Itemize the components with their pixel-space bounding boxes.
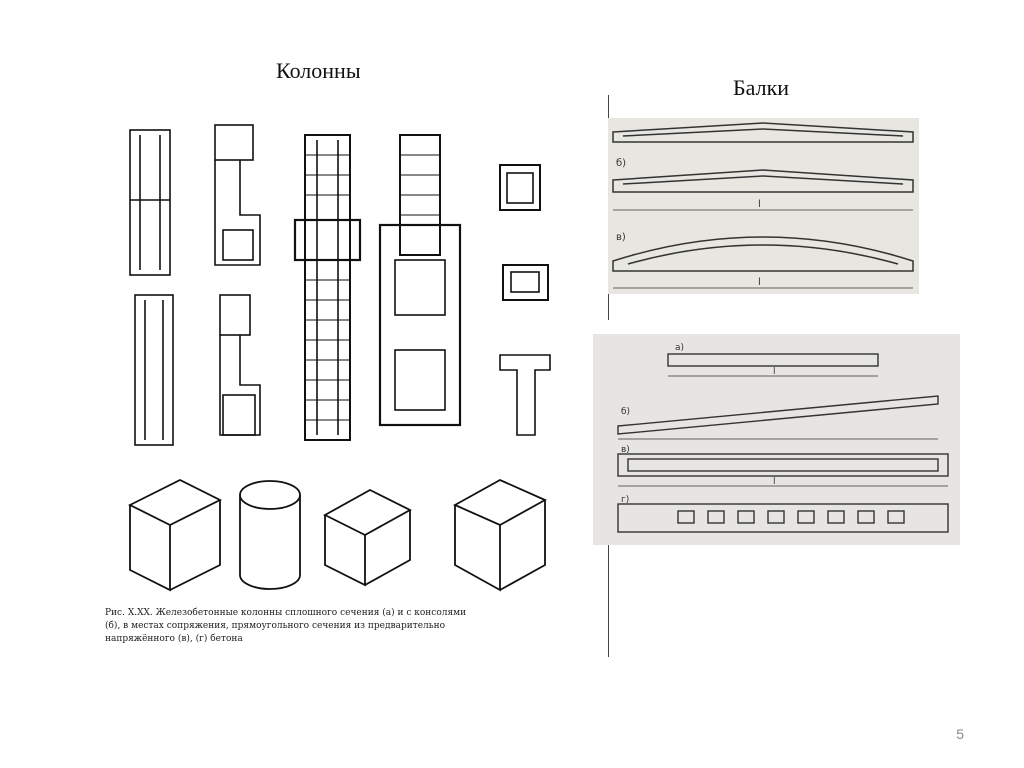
beam-label-v2: в) [621, 445, 630, 455]
beams-title: Балки [733, 75, 790, 100]
columns-caption: Рис. X.XX. Железобетонные колонны сплошн… [105, 607, 595, 646]
beam-label-v: в) [616, 232, 626, 243]
vertical-divider-bottom [608, 545, 609, 657]
beam-label-b: б) [616, 158, 626, 169]
beam-label-g: г) [621, 495, 629, 505]
columns-drawing: Рис. X.XX. Железобетонные колонны сплошн… [105, 95, 595, 665]
columns-title: Колонны [276, 58, 361, 83]
beam-label-a: а) [675, 343, 684, 353]
span-label-3: l [773, 367, 776, 377]
beam-label-b2: б) [621, 407, 630, 417]
caption-line-3: напряжённого (в), (г) бетона [105, 634, 243, 644]
beams-drawing-bottom: а) б) в) г) l l [593, 334, 960, 545]
span-label-4: l [773, 477, 776, 487]
caption-line-1: Рис. X.XX. Железобетонные колонны сплошн… [105, 608, 467, 618]
page-number: 5 [956, 726, 964, 742]
span-label-2: l [758, 277, 761, 288]
span-label-1: l [758, 199, 761, 210]
caption-line-2: (б), в местах сопряжения, прямоугольного… [105, 621, 446, 631]
beams-drawing-top: б) в) l l [608, 118, 919, 294]
